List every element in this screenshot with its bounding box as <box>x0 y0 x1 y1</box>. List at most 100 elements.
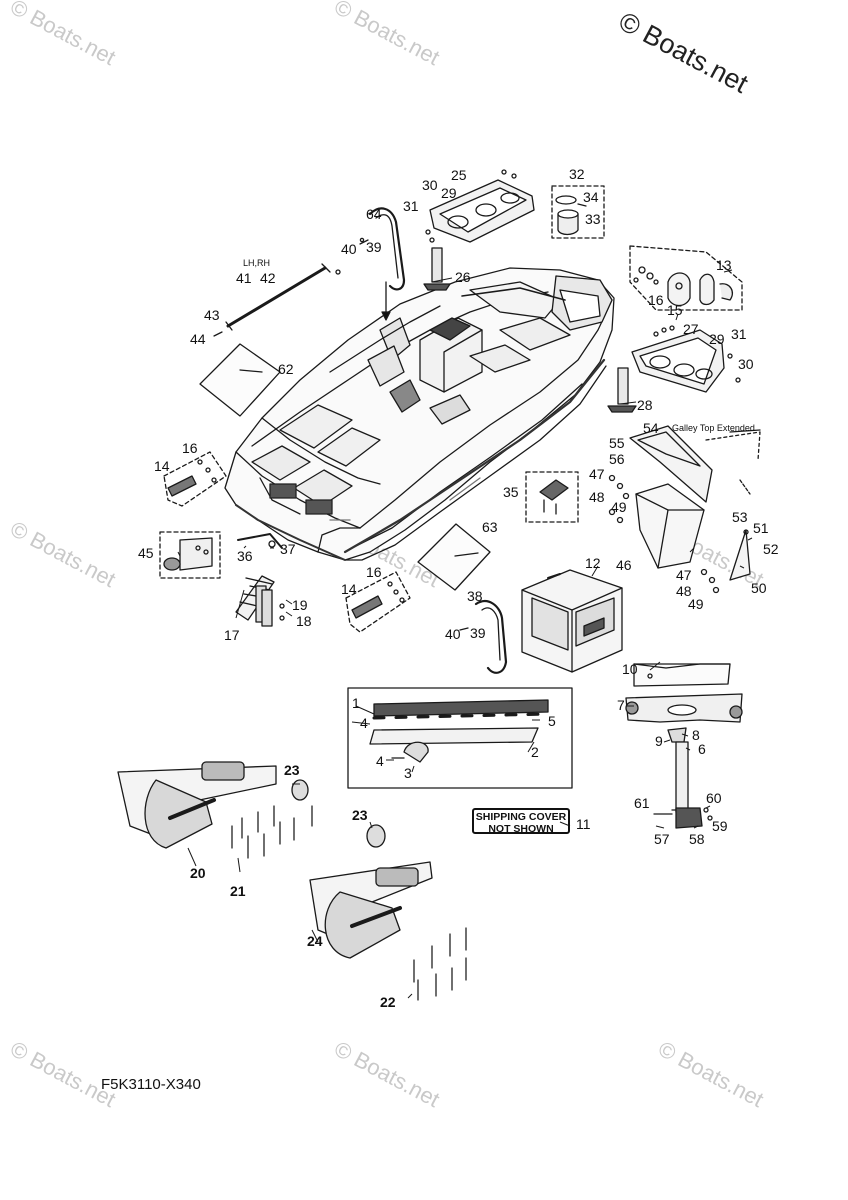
bracket-part-45 <box>163 537 213 571</box>
grab-rail-part-38 <box>459 600 508 674</box>
callout-33: 33 <box>585 211 601 227</box>
decal-part-62 <box>199 343 281 417</box>
callout-3: 3 <box>404 765 412 781</box>
callout-47: 47 <box>589 466 605 482</box>
callout-38: 38 <box>467 588 483 604</box>
callout-23: 23 <box>352 807 368 823</box>
callout-53: 53 <box>732 509 748 525</box>
lhrh-note: LH,RH <box>243 258 271 268</box>
callout-17: 17 <box>224 627 240 643</box>
clip-part-8 <box>667 727 687 743</box>
callout-59: 59 <box>712 818 728 834</box>
callout-44: 44 <box>190 331 206 347</box>
callout-37: 37 <box>280 541 296 557</box>
bushing-part-23 <box>291 779 386 848</box>
callout-24: 24 <box>307 933 323 949</box>
base-part-58 <box>653 807 713 829</box>
callout-16: 16 <box>648 292 664 308</box>
group-box-32 <box>551 185 605 239</box>
callout-39: 39 <box>470 625 486 641</box>
hook-part-36 <box>237 533 283 549</box>
callout-6: 6 <box>698 741 706 757</box>
grab-rail-part-64 <box>359 207 406 291</box>
callout-20: 20 <box>190 865 206 881</box>
callout-26: 26 <box>455 269 471 285</box>
callout-40: 40 <box>341 241 357 257</box>
callout-11: 11 <box>576 816 591 832</box>
callout-45: 45 <box>138 545 154 561</box>
post-part-26 <box>423 247 451 291</box>
decal-part-63 <box>417 523 491 591</box>
callout-19: 19 <box>292 597 308 613</box>
clip-part-14 <box>167 459 217 497</box>
callout-29: 29 <box>441 185 457 201</box>
panel-part-50 <box>729 529 751 581</box>
callout-27: 27 <box>683 321 699 337</box>
callout-40: 40 <box>445 626 461 642</box>
fasteners-47-49 <box>608 474 720 594</box>
shipping-note-line1: SHIPPING COVER <box>475 811 567 823</box>
callout-28: 28 <box>637 397 653 413</box>
callout-10: 10 <box>622 661 638 677</box>
post-part-28 <box>607 367 637 413</box>
callout-46: 46 <box>616 557 632 573</box>
callout-64: 64 <box>366 206 382 222</box>
callout-43: 43 <box>204 307 220 323</box>
plate-part-10 <box>633 663 731 687</box>
callout-30: 30 <box>738 356 754 372</box>
trim-tab-part-20 <box>117 761 277 849</box>
callout-57: 57 <box>654 831 670 847</box>
callout-41: 41 <box>236 270 252 286</box>
galley-top-extended-note: Galley Top Extended <box>672 423 755 433</box>
group-box-35 <box>525 471 579 523</box>
cooler-part-12 <box>521 569 623 673</box>
ladder-part-17 <box>235 575 275 627</box>
callout-47: 47 <box>676 567 692 583</box>
callout-8: 8 <box>692 727 700 743</box>
callout-63: 63 <box>482 519 498 535</box>
callout-61: 61 <box>634 795 650 811</box>
callout-62: 62 <box>278 361 294 377</box>
galley-top-part-54 <box>629 425 761 503</box>
callout-34: 34 <box>583 189 599 205</box>
galley-part-46 <box>635 483 705 569</box>
group-box-14-right <box>345 571 411 633</box>
callout-18: 18 <box>296 613 312 629</box>
callout-29: 29 <box>709 331 725 347</box>
callout-54: 54 <box>643 420 659 436</box>
callout-56: 56 <box>609 451 625 467</box>
callout-48: 48 <box>676 583 692 599</box>
callout-16: 16 <box>366 564 382 580</box>
callout-25: 25 <box>451 167 467 183</box>
callout-51: 51 <box>753 520 769 536</box>
callout-1: 1 <box>352 695 360 711</box>
callout-15: 15 <box>667 302 683 318</box>
callout-39: 39 <box>366 239 382 255</box>
callout-52: 52 <box>763 541 779 557</box>
shipping-cover-note: SHIPPING COVER NOT SHOWN <box>472 808 570 835</box>
callout-22: 22 <box>380 994 396 1010</box>
clip-part-14-lower <box>351 581 405 619</box>
shipping-note-line2: NOT SHOWN <box>488 823 554 835</box>
group-box-1-5 <box>347 687 573 789</box>
callout-55: 55 <box>609 435 625 451</box>
callout-31: 31 <box>403 198 419 214</box>
lid-part-25 <box>425 169 535 253</box>
group-box-14-left <box>163 451 227 507</box>
callout-4: 4 <box>376 753 384 769</box>
plate-part-7 <box>625 693 743 723</box>
cleat-part-35 <box>539 479 569 515</box>
callout-4: 4 <box>360 715 368 731</box>
rub-rail-part-1-2 <box>369 699 550 763</box>
trim-tab-part-24 <box>309 861 433 959</box>
callout-42: 42 <box>260 270 276 286</box>
callout-49: 49 <box>688 596 704 612</box>
callout-50: 50 <box>751 580 767 596</box>
callout-58: 58 <box>689 831 705 847</box>
hinge-part-15 <box>633 266 734 307</box>
lid-part-27 <box>631 325 741 393</box>
pole-part-6 <box>671 741 693 813</box>
callout-48: 48 <box>589 489 605 505</box>
